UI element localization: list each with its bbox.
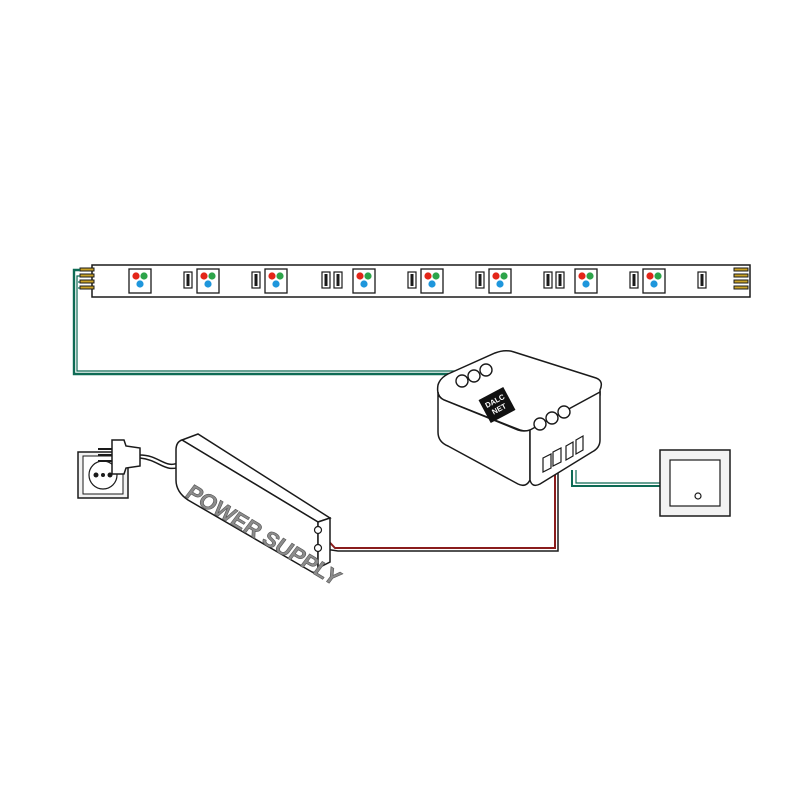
resistor: [475, 271, 485, 289]
screw-icon: [455, 374, 469, 388]
led-red-dot: [200, 272, 208, 280]
led-red-dot: [356, 272, 364, 280]
led-green-dot: [140, 272, 148, 280]
led-chip: [128, 268, 152, 294]
led-blue-dot: [428, 280, 436, 288]
led-blue-dot: [650, 280, 658, 288]
led-green-dot: [500, 272, 508, 280]
screw-icon: [479, 363, 493, 377]
strip-to-controller-wires: [72, 268, 455, 376]
led-blue-dot: [204, 280, 212, 288]
screw-icon: [467, 369, 481, 383]
led-blue-dot: [136, 280, 144, 288]
screw-icon: [545, 411, 559, 425]
resistors: [183, 271, 707, 289]
plug: [98, 439, 141, 475]
resistor: [183, 271, 193, 289]
led-green-dot: [654, 272, 662, 280]
resistor: [251, 271, 261, 289]
led-chip: [574, 268, 598, 294]
led-blue-dot: [360, 280, 368, 288]
led-chip: [352, 268, 376, 294]
wall-switch: [659, 449, 731, 517]
led-red-dot: [492, 272, 500, 280]
resistor: [555, 271, 565, 289]
led-green-dot: [208, 272, 216, 280]
resistor: [333, 271, 343, 289]
led-chips: [128, 268, 666, 294]
led-green-dot: [364, 272, 372, 280]
power-supply: POWER SUPPLY: [175, 433, 347, 591]
led-blue-dot: [496, 280, 504, 288]
resistor: [321, 271, 331, 289]
led-red-dot: [132, 272, 140, 280]
led-green-dot: [276, 272, 284, 280]
switch-wires: [571, 470, 662, 487]
led-chip: [264, 268, 288, 294]
resistor: [629, 271, 639, 289]
led-chip: [642, 268, 666, 294]
controller-box: DALC NET: [436, 349, 603, 487]
resistor: [543, 271, 553, 289]
resistor: [407, 271, 417, 289]
led-blue-dot: [272, 280, 280, 288]
dalcnet-logo: DALC NET: [478, 386, 516, 424]
led-red-dot: [578, 272, 586, 280]
led-red-dot: [424, 272, 432, 280]
led-chip: [196, 268, 220, 294]
controller-terminals: [542, 434, 584, 473]
led-green-dot: [586, 272, 594, 280]
led-chip: [488, 268, 512, 294]
resistor: [697, 271, 707, 289]
led-green-dot: [432, 272, 440, 280]
switch-rocker: [669, 459, 721, 507]
led-chip: [420, 268, 444, 294]
screw-icon: [557, 405, 571, 419]
led-blue-dot: [582, 280, 590, 288]
led-strip: [79, 264, 751, 298]
led-red-dot: [268, 272, 276, 280]
screw-icon: [533, 417, 547, 431]
switch-indicator-icon: [694, 492, 702, 500]
led-strip-right-pins: [733, 267, 749, 290]
led-red-dot: [646, 272, 654, 280]
